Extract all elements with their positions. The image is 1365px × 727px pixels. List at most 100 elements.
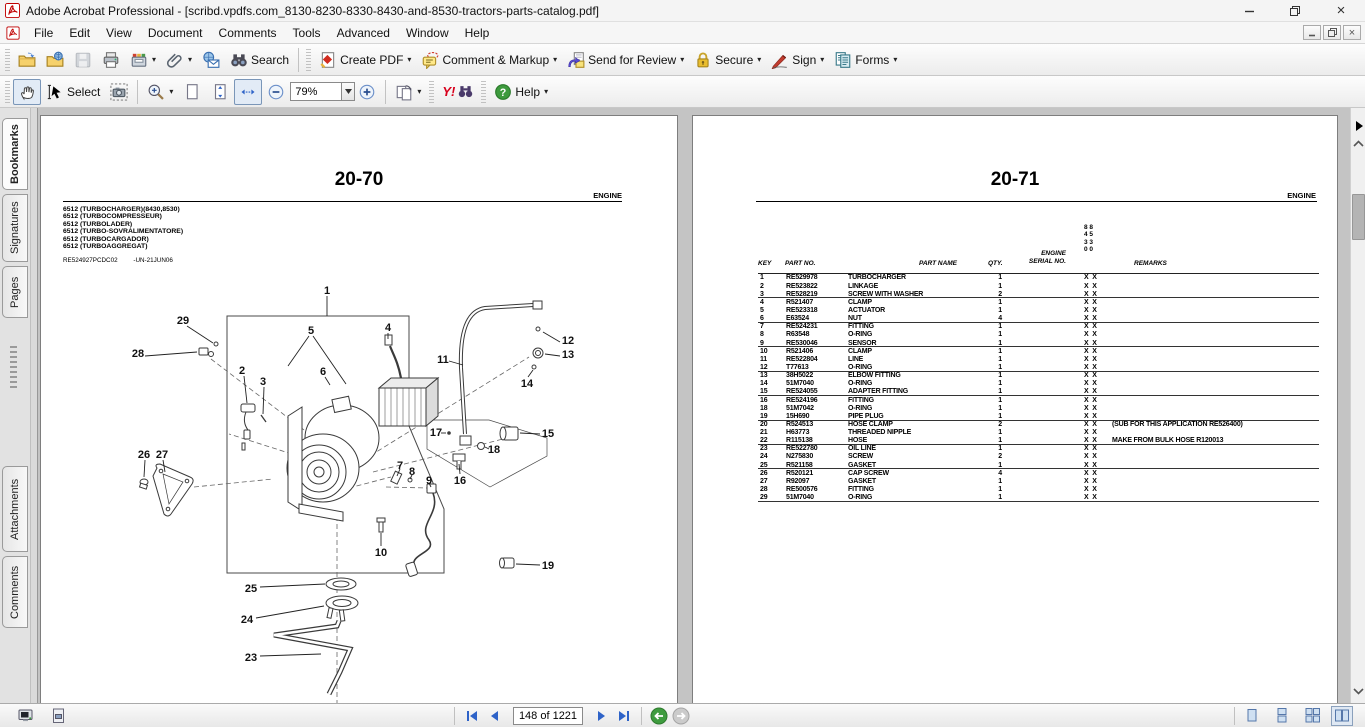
fullscreen-mode-button[interactable] xyxy=(14,706,38,726)
svg-text:24: 24 xyxy=(241,614,254,626)
sign-button[interactable]: Sign xyxy=(766,47,829,73)
fit-width-button[interactable] xyxy=(234,78,263,105)
window-close-button[interactable]: × xyxy=(1336,2,1346,19)
forms-button[interactable]: Forms xyxy=(829,47,902,73)
zoom-level-dropdown[interactable] xyxy=(342,82,356,101)
navigation-pane-tabs: Bookmarks Signatures Pages Attachments C… xyxy=(0,108,30,703)
email-button[interactable] xyxy=(197,47,225,73)
col-header-qty: QTY. xyxy=(988,260,1003,267)
lock-icon xyxy=(697,52,709,67)
toolbar-grip[interactable] xyxy=(306,48,312,71)
forms-label: Forms xyxy=(855,52,890,67)
svg-text:28: 28 xyxy=(132,348,144,360)
single-page-layout-button[interactable] xyxy=(1241,706,1263,726)
save-button[interactable] xyxy=(69,47,97,73)
open-web-page-button[interactable] xyxy=(41,47,69,73)
next-view-button[interactable] xyxy=(670,706,692,726)
toolbar-grip[interactable] xyxy=(429,80,435,103)
menu-document[interactable]: Document xyxy=(147,25,203,40)
figure-title: 6512 (TURBOCHARGER)(8430,8530) xyxy=(63,206,180,213)
scrollbar-thumb[interactable] xyxy=(1352,194,1365,240)
menu-tools[interactable]: Tools xyxy=(292,25,321,40)
folder-globe-icon xyxy=(46,51,64,67)
tab-bookmarks[interactable]: Bookmarks xyxy=(2,118,28,190)
toolbar-grip[interactable] xyxy=(5,48,10,71)
attach-button[interactable] xyxy=(161,47,197,73)
svg-text:3: 3 xyxy=(260,376,266,388)
send-for-review-button[interactable]: Send for Review xyxy=(562,47,689,73)
col-header-key: KEY xyxy=(758,260,772,267)
tab-attachments[interactable]: Attachments xyxy=(2,466,28,552)
last-page-button[interactable] xyxy=(613,706,635,726)
pane-splitter-grip[interactable] xyxy=(10,346,17,388)
select-tool-button[interactable]: Select xyxy=(41,79,105,105)
svg-text:11: 11 xyxy=(437,354,449,366)
search-button[interactable]: Search xyxy=(225,47,294,73)
pane-toggle-arrow[interactable] xyxy=(1351,118,1365,133)
zoom-in-button[interactable] xyxy=(355,79,381,105)
tab-comments[interactable]: Comments xyxy=(2,556,28,628)
menu-file[interactable]: File xyxy=(34,25,54,40)
snapshot-tool-button[interactable] xyxy=(105,79,133,105)
create-pdf-button[interactable]: Create PDF xyxy=(314,47,416,73)
figure-id: RE524927PCDC02 xyxy=(63,257,118,264)
section-label-right: ENGINE xyxy=(1287,191,1316,200)
page-display-button[interactable] xyxy=(390,79,426,105)
tab-pages[interactable]: Pages xyxy=(2,266,28,318)
continuous-layout-button[interactable] xyxy=(1271,706,1293,726)
organizer-button[interactable] xyxy=(125,47,161,73)
scroll-up-button[interactable] xyxy=(1351,136,1365,151)
print-button[interactable] xyxy=(97,47,125,73)
zoom-level-input[interactable] xyxy=(290,82,343,101)
window-minimize-button[interactable] xyxy=(1241,4,1257,18)
menu-help[interactable]: Help xyxy=(464,25,490,40)
previous-view-button[interactable] xyxy=(648,706,670,726)
actual-size-button[interactable] xyxy=(178,79,206,105)
menu-view[interactable]: View xyxy=(106,25,132,40)
menu-comments[interactable]: Comments xyxy=(218,25,277,40)
previous-page-button[interactable] xyxy=(483,706,505,726)
document-restore-button[interactable] xyxy=(1323,25,1341,40)
menu-edit[interactable]: Edit xyxy=(69,25,91,40)
page-indicator-input[interactable] xyxy=(513,706,583,725)
page-view-icon[interactable] xyxy=(46,706,70,726)
document-pane[interactable]: 20-70 ENGINE 6512 (TURBOCHARGER)(8430,85… xyxy=(38,108,1350,703)
scroll-down-button[interactable] xyxy=(1351,684,1365,699)
secure-button[interactable]: Secure xyxy=(689,47,766,73)
tab-signatures[interactable]: Signatures xyxy=(2,194,28,262)
continuous-facing-layout-button[interactable] xyxy=(1301,706,1323,726)
open-button[interactable] xyxy=(13,47,41,73)
help-label: Help xyxy=(515,84,541,99)
comment-markup-button[interactable]: Comment & Markup xyxy=(416,47,562,73)
yahoo-search-button[interactable]: Y! xyxy=(437,79,478,105)
help-button[interactable]: ?Help xyxy=(489,79,553,105)
plus-circle-icon xyxy=(360,84,375,99)
facing-layout-button[interactable] xyxy=(1331,705,1353,726)
window-restore-button[interactable] xyxy=(1287,4,1303,18)
document-close-button[interactable]: × xyxy=(1343,25,1361,40)
paperclip-icon xyxy=(166,53,182,68)
navigation-pane-splitter[interactable] xyxy=(30,108,38,703)
toolbar-grip[interactable] xyxy=(481,80,487,103)
toolbar-grip[interactable] xyxy=(5,80,10,103)
first-page-button[interactable] xyxy=(461,706,483,726)
vertical-scrollbar[interactable] xyxy=(1350,108,1365,703)
zoom-in-tool-button[interactable] xyxy=(142,79,178,105)
organizer-drawer-icon xyxy=(131,53,147,67)
menu-window[interactable]: Window xyxy=(405,25,449,40)
fit-page-button[interactable] xyxy=(206,79,234,105)
next-page-button[interactable] xyxy=(591,706,613,726)
document-minimize-button[interactable] xyxy=(1303,25,1321,40)
hand-tool-button[interactable] xyxy=(13,78,41,105)
menu-advanced[interactable]: Advanced xyxy=(336,25,390,40)
zoom-out-button[interactable] xyxy=(262,79,290,105)
figure-title: 6512 (TURBOCARGADOR) xyxy=(63,235,149,243)
